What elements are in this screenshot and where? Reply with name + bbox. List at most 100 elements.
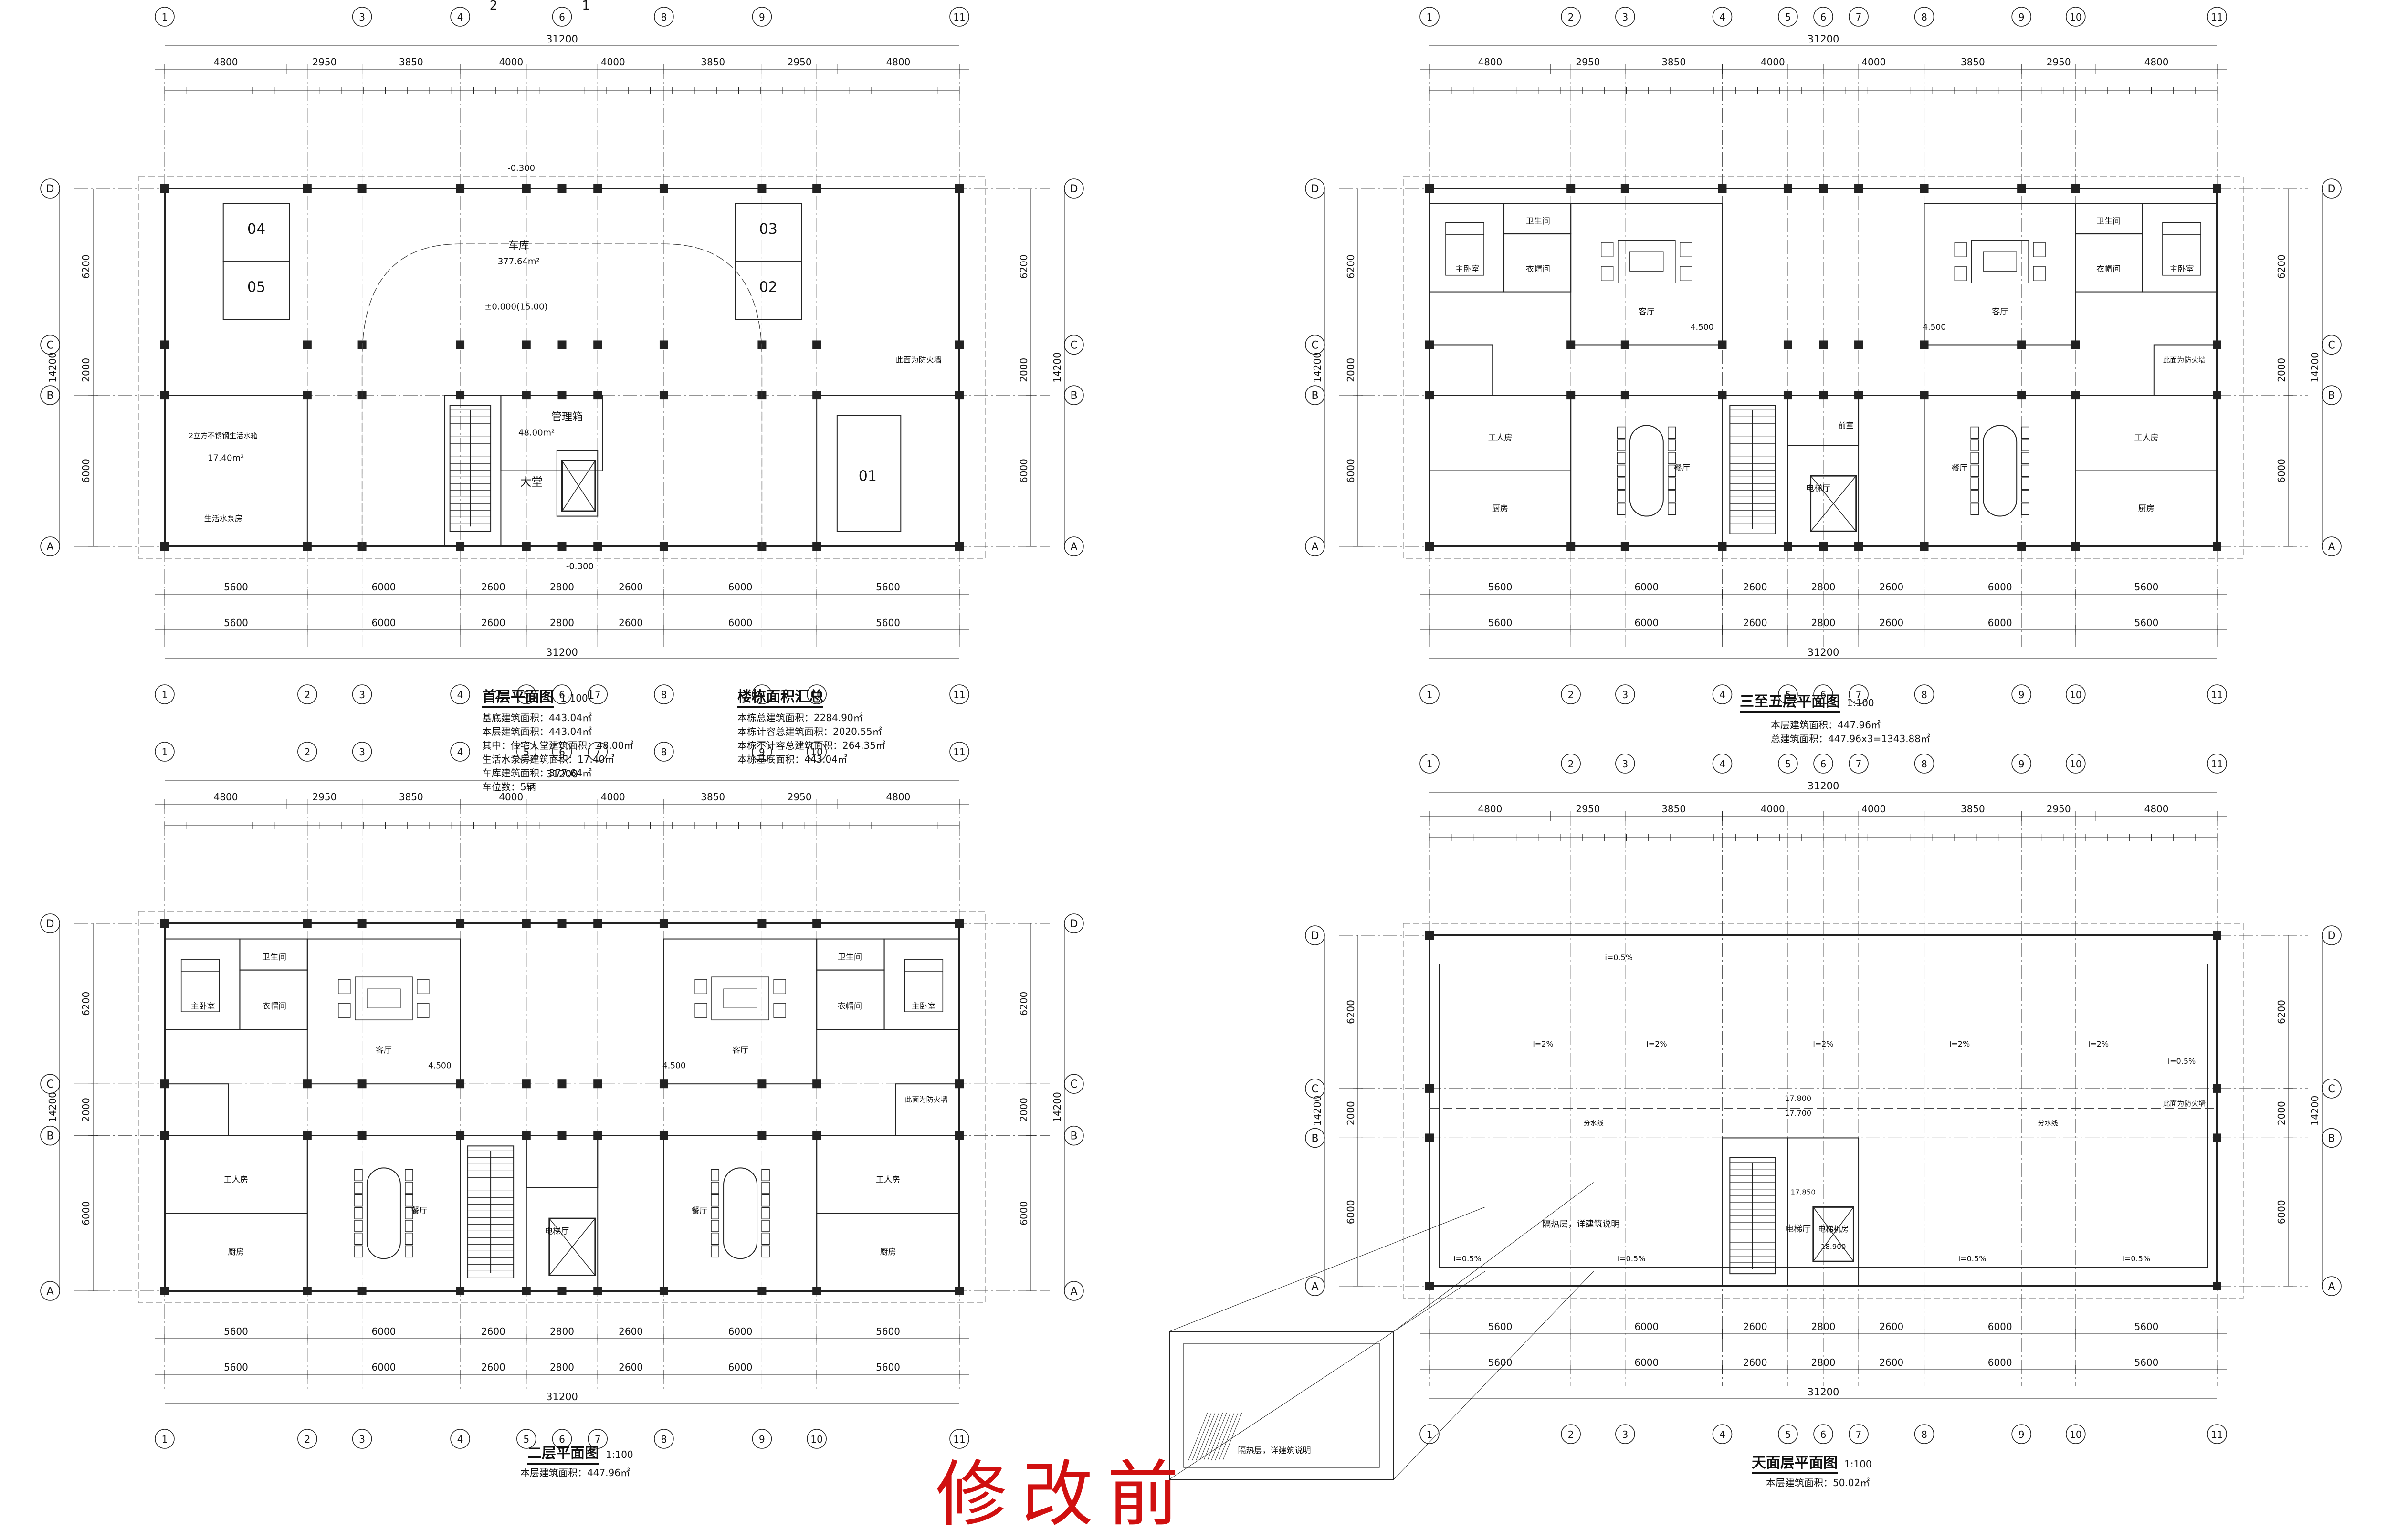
axis-label: 9	[759, 11, 765, 23]
dimension-label: 5600	[2134, 1321, 2158, 1332]
axis-bubble	[949, 684, 969, 704]
axis-bubble	[2011, 754, 2031, 774]
armchair	[1954, 266, 1967, 281]
slope-label: i=2%	[2088, 1039, 2109, 1048]
axis-label: 7	[1856, 758, 1862, 770]
hatch-stroke	[1203, 1412, 1223, 1461]
chair	[1668, 464, 1676, 477]
chair	[2021, 452, 2029, 464]
chair	[2021, 490, 2029, 503]
axis-bubble	[2207, 1424, 2227, 1444]
room-wall	[1570, 203, 1723, 346]
axis-label: C	[1311, 339, 1318, 351]
axis-label: 1	[1427, 758, 1433, 770]
axis-label: 11	[953, 746, 965, 758]
axis-label: 9	[2018, 689, 2025, 701]
stair	[449, 405, 492, 532]
dimension-label: 6000	[1345, 1200, 1356, 1224]
dimension-label: 2950	[788, 791, 812, 803]
chair	[405, 1232, 413, 1245]
dimension-label: 14200	[47, 352, 58, 383]
axis-label: 1	[1427, 1429, 1433, 1440]
axis-label: D	[1070, 918, 1078, 930]
upper-plan-info: 本层建筑面积：447.96㎡ 总建筑面积：447.96x3=1343.88㎡	[1771, 718, 1930, 746]
axis-label: 3	[1622, 11, 1628, 23]
axis-label: 1	[162, 746, 168, 758]
chair	[711, 1169, 719, 1182]
pump-room-wall	[164, 395, 308, 547]
axis-label: 3	[1622, 689, 1628, 701]
chair	[354, 1194, 363, 1207]
chair	[711, 1194, 719, 1207]
parking-label: 03	[759, 221, 778, 238]
dimension-label: 3850	[1661, 56, 1686, 68]
hatch-stroke	[1207, 1412, 1227, 1461]
ground-plan-info: 基底建筑面积：443.04㎡ 本层建筑面积：443.04㎡ 其中：住宅大堂建筑面…	[482, 711, 633, 794]
axis-bubble	[1914, 1424, 1934, 1444]
insulation-note: 隔热层，详建筑说明	[1238, 1446, 1311, 1456]
stair	[467, 1145, 515, 1278]
chair	[1617, 452, 1626, 464]
dimension-label: 2800	[550, 1326, 574, 1337]
structural-column	[1566, 184, 1576, 193]
axis-label: 9	[2018, 1429, 2025, 1440]
hatch-stroke	[1188, 1412, 1208, 1461]
mailbox-label: 管理箱	[551, 411, 583, 423]
armchair	[417, 1003, 430, 1018]
axis-bubble	[2011, 1424, 2031, 1444]
axis-label: A	[2328, 541, 2335, 553]
axis-bubble	[1778, 7, 1798, 27]
bed	[904, 959, 944, 1012]
dimension-label: 2800	[1811, 581, 1836, 593]
chair	[1970, 464, 1979, 477]
axis-bubble	[1813, 684, 1833, 704]
dimension-label: 3850	[399, 56, 423, 68]
axis-label: D	[2328, 183, 2336, 195]
structural-column	[1425, 931, 1434, 940]
room-label: 电梯厅	[1806, 484, 1830, 493]
info-line: 本栋不计容总建筑面积：264.35㎡	[737, 740, 885, 751]
dimension-label: 14200	[1051, 1092, 1063, 1122]
level-mark: -0.300	[507, 163, 535, 173]
structural-column	[1718, 184, 1727, 193]
axis-bubble	[352, 684, 372, 704]
axis-bubble	[450, 1429, 470, 1449]
dimension-label: 5600	[2134, 1357, 2158, 1368]
structural-column	[593, 919, 602, 928]
axis-label: C	[2328, 1083, 2335, 1095]
dimension-label: 2600	[481, 617, 505, 629]
structural-column	[1854, 340, 1863, 349]
dimension-label: 6000	[1988, 617, 2012, 629]
axis-label: B	[46, 390, 53, 402]
dimension-label: 2600	[1879, 1357, 1903, 1368]
dimension-label: 4000	[1761, 56, 1785, 68]
axis-label: 8	[661, 1434, 667, 1445]
axis-bubble	[352, 742, 372, 762]
dimension-label: 4800	[1478, 56, 1502, 68]
axis-bubble	[2011, 684, 2031, 704]
dimension-label: 5600	[876, 617, 900, 629]
room-label: 电梯厅	[1785, 1224, 1811, 1234]
dimension-label: 2000	[80, 1098, 92, 1122]
dimension-label: 2950	[788, 56, 812, 68]
dimension-label: 2000	[1345, 358, 1356, 382]
axis-bubble	[2066, 7, 2086, 27]
dimension-label: 4000	[499, 791, 523, 803]
axis-label: 4	[457, 689, 463, 701]
callout-leader	[1169, 1271, 1485, 1480]
dimension-label: 6000	[1018, 459, 1030, 483]
axis-label: 5	[523, 689, 529, 701]
coffee-table	[723, 988, 757, 1008]
axis-bubble	[949, 1429, 969, 1449]
room-label: 餐厅	[692, 1206, 708, 1215]
structural-column	[357, 340, 367, 349]
structural-column	[593, 184, 602, 193]
axis-bubble	[516, 684, 536, 704]
axis-bubble	[654, 684, 674, 704]
chair	[1617, 477, 1626, 490]
dimension-label: 2600	[1743, 581, 1767, 593]
roof-plan-info: 本层建筑面积：50.02㎡	[1766, 1476, 1870, 1490]
